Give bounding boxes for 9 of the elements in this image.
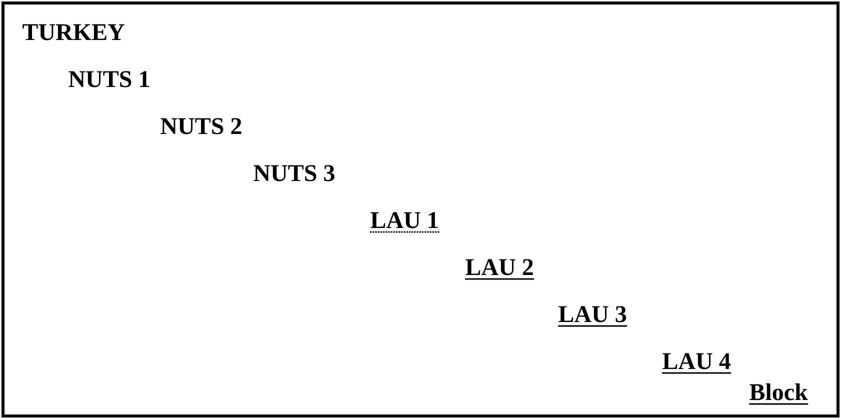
underlined-label: Block	[749, 383, 808, 405]
underlined-label: LAU 1	[370, 212, 440, 233]
level-label: NUTS 3	[254, 165, 334, 182]
level-label: TURKEY	[22, 24, 124, 40]
underlined-label: LAU 3	[558, 306, 628, 327]
level-label: NUTS 2	[160, 118, 242, 134]
underlined-label: LAU 4	[662, 353, 732, 374]
underlined-label: LAU 2	[465, 259, 534, 280]
level-label: NUTS 1	[68, 71, 149, 88]
